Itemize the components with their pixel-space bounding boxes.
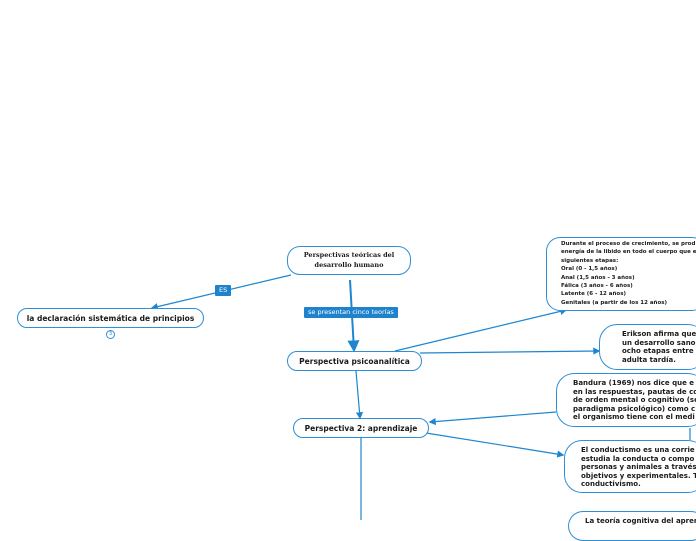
erikson-line-4: adulta tardía. [622, 355, 676, 364]
conductismo-line-2: estudia la conducta o compo [581, 454, 695, 463]
bottom-node[interactable]: La teoría cognitiva del aprendi [568, 511, 696, 541]
bandura-node[interactable]: Bandura (1969) nos dice que e en las res… [556, 373, 696, 427]
aprend-label: Perspectiva 2: aprendizaje [304, 423, 418, 433]
bandura-line-2: en las respuestas, pautas de co [573, 387, 696, 396]
edge-psico-freud [394, 307, 568, 352]
left-node[interactable]: la declaración sistemática de principios [17, 308, 204, 328]
erikson-line-2: un desarrollo sano [622, 338, 696, 347]
bottom-line-1: La teoría cognitiva del aprendi [585, 517, 696, 525]
freud-line-3: siguientes etapas: [561, 257, 619, 264]
conductismo-line-1: El conductismo es una corrie [581, 446, 695, 454]
left-node-badge[interactable]: 3 [106, 330, 115, 339]
freud-line-8: Genitales (a partir de los 12 años) [561, 299, 668, 306]
erikson-line-1: Erikson afirma que [622, 330, 696, 338]
edge-label-cinco[interactable]: se presentan cinco teorías [304, 307, 398, 318]
edge-aprend-conductismo [425, 432, 565, 458]
bandura-line-1: Bandura (1969) nos dice que e [573, 379, 695, 387]
freud-node[interactable]: Durante el proceso de crecimiento, se pr… [546, 237, 696, 311]
freud-line-5: Anal (1,5 años - 3 años) [561, 274, 635, 281]
freud-line-6: Fálica (3 años - 6 años) [561, 283, 633, 290]
root-node[interactable]: Perspectivas teóricas del desarrollo hum… [287, 246, 411, 275]
conductismo-line-3: personas y animales a través [581, 463, 696, 472]
freud-line-7: Latente (6 - 12 años) [561, 291, 626, 298]
edge-label-es[interactable]: ES [215, 285, 232, 296]
bandura-line-4: paradigma psicológico) como c [573, 404, 696, 413]
edge-psico-aprend [355, 370, 364, 420]
conductismo-line-5: conductivismo. [581, 480, 641, 489]
freud-line-4: Oral (0 - 1,5 años) [561, 266, 618, 273]
freud-line-2: energía de la libido en todo el cuerpo q… [561, 249, 696, 256]
freud-line-1: Durante el proceso de crecimiento, se pr… [561, 241, 696, 247]
psico-node[interactable]: Perspectiva psicoanalítica [287, 351, 422, 371]
erikson-line-3: ocho etapas entre l [622, 347, 696, 356]
edge-psico-erikson [419, 347, 601, 355]
bandura-line-3: de orden mental o cognitivo (se [573, 396, 696, 405]
root-title-line2: desarrollo humano [314, 261, 384, 269]
left-node-text: la declaración sistemática de principios [26, 313, 195, 323]
root-title-line1: Perspectivas teóricas del [303, 251, 395, 259]
conductismo-node[interactable]: El conductismo es una corrie estudia la … [564, 440, 696, 493]
connector-layer [150, 274, 691, 520]
edge-bandura-aprend [428, 411, 557, 426]
bandura-line-5: el organismo tiene con el medi [573, 413, 695, 422]
aprend-node[interactable]: Perspectiva 2: aprendizaje [293, 418, 429, 438]
erikson-node[interactable]: Erikson afirma que un desarrollo sano oc… [599, 324, 696, 370]
psico-label: Perspectiva psicoanalítica [299, 356, 410, 366]
conductismo-line-4: objetivos y experimentales. T [581, 471, 696, 480]
